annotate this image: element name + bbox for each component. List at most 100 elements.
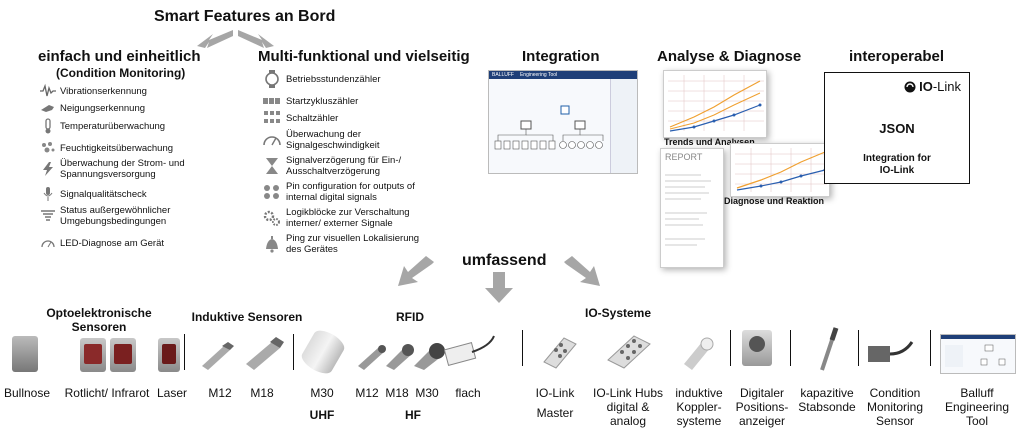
label-m12: M12 xyxy=(208,386,232,400)
page-title: Smart Features an Bord xyxy=(154,8,336,25)
m18-inductive-image xyxy=(246,337,284,370)
positionsanzeiger-image xyxy=(742,330,772,366)
umfassend-label: umfassend xyxy=(462,252,547,269)
hourglass-icon xyxy=(262,156,282,176)
balluff-tool-image xyxy=(940,334,1016,374)
rfid-m18-image xyxy=(386,344,414,370)
label-rfid-m18: M18 xyxy=(385,386,409,400)
condition-monitoring-image xyxy=(868,341,914,362)
feature-signalverzoegerung: Signalverzögerung für Ein-/ Ausschaltver… xyxy=(262,155,422,177)
label-m30: M30 xyxy=(310,386,334,400)
group-opto: Optoelektronische Sensoren xyxy=(46,306,152,334)
speedometer-icon xyxy=(262,130,282,150)
led-icon xyxy=(40,235,56,251)
label-rotlicht: Rotlicht/ Infrarot xyxy=(64,386,150,400)
label-iolink-master: IO-Link Master xyxy=(535,386,575,420)
separator xyxy=(730,330,731,366)
report-card: REPORT xyxy=(660,148,724,268)
arrow-down-icon xyxy=(485,272,513,303)
iolink-logo-icon xyxy=(904,81,916,92)
engineering-tool-screenshot: BALLUFF Engineering Tool xyxy=(488,70,638,174)
separator xyxy=(293,334,294,370)
watch-icon xyxy=(262,69,282,89)
iolink-logo: IO-Link xyxy=(904,79,961,94)
feature-schaltzaehler: Schaltzähler xyxy=(262,108,338,128)
label-hf: HF xyxy=(405,408,421,422)
separator xyxy=(858,330,859,366)
lightning-icon xyxy=(40,161,56,177)
rfid-m30-image xyxy=(414,343,445,370)
feature-neigung: Neigungserkennung xyxy=(40,100,145,116)
feature-pin-config: Pin configuration for outputs of interna… xyxy=(262,181,427,203)
tornado-icon xyxy=(40,208,56,224)
iolink-hubs-image xyxy=(607,335,651,369)
m12-inductive-image xyxy=(202,342,234,370)
feature-logikbloecke: Logikblöcke zur Verschaltung interner/ e… xyxy=(262,207,422,229)
trends-label: Trends und Analysen xyxy=(664,137,755,147)
bullnose-sensor-image xyxy=(12,336,38,372)
trend-chart-card xyxy=(663,70,767,138)
label-positionsanzeiger: Digitaler Positions- anzeiger xyxy=(735,386,789,428)
screenshot-sidepanel xyxy=(610,79,637,173)
label-rfid-m12: M12 xyxy=(355,386,379,400)
label-condition: Condition Monitoring Sensor xyxy=(866,386,924,428)
arrow-down-left-icon xyxy=(398,256,434,286)
arrow-right-icon xyxy=(238,30,274,48)
rotlicht-sensor-image xyxy=(80,338,106,372)
laser-sensor-image xyxy=(158,338,180,372)
stabsonde-image xyxy=(820,327,839,371)
separator xyxy=(522,330,523,366)
diagnose-label: Diagnose und Reaktion xyxy=(724,196,825,206)
humidity-icon xyxy=(40,140,56,156)
koppler-image xyxy=(684,337,714,370)
thermometer-icon xyxy=(40,118,56,134)
label-m18: M18 xyxy=(250,386,274,400)
feature-umgebung: Status außergewöhnlicher Umgebungsbeding… xyxy=(40,205,220,227)
arrow-left-icon xyxy=(197,30,233,48)
infrarot-sensor-image xyxy=(110,338,136,372)
diagnose-chart-card xyxy=(730,143,830,197)
grid-counter-icon xyxy=(262,108,282,128)
diagnose-chart-graphic xyxy=(735,148,827,192)
separator xyxy=(930,330,931,366)
analyse-heading: Analyse & Diagnose xyxy=(657,48,802,65)
iolink-box: IO-Link JSON Integration for IO-Link xyxy=(824,72,970,184)
uhf-m30-image xyxy=(298,326,348,378)
feature-ping: Ping zur visuellen Lokalisierung des Ger… xyxy=(262,233,422,255)
tool-image-titlebar xyxy=(941,335,1015,339)
label-uhf: UHF xyxy=(309,408,335,422)
tool-image-diagram xyxy=(945,344,1006,367)
einfach-subheading: (Condition Monitoring) xyxy=(56,66,186,80)
feature-vibration: Vibrationserkennung xyxy=(40,83,147,99)
integration-heading: Integration xyxy=(522,48,600,65)
einfach-heading: einfach und einheitlich xyxy=(38,48,201,65)
device-tree-diagram xyxy=(494,105,604,150)
integration-iolink-label: Integration for IO-Link xyxy=(863,153,931,176)
gears-icon xyxy=(262,208,282,228)
label-kapazitiv: kapazitive Stabsonde xyxy=(798,386,856,414)
arrow-down-right-icon xyxy=(564,256,600,286)
microphone-icon xyxy=(40,186,56,202)
rfid-flach-image xyxy=(444,335,495,366)
rfid-m12-image xyxy=(358,345,386,370)
iolink-master-image xyxy=(543,337,577,369)
group-rfid: RFID xyxy=(396,310,424,324)
feature-betriebsstunden: Betriebsstundenzähler xyxy=(262,69,381,89)
label-laser: Laser xyxy=(156,386,188,400)
label-iolink-hubs: IO-Link Hubs digital & analog xyxy=(592,386,664,428)
feature-feuchtigkeit: Feuchtigkeitsüberwachung xyxy=(40,140,173,156)
counter-icon xyxy=(262,91,282,111)
screenshot-titlebar: BALLUFF Engineering Tool xyxy=(489,71,637,79)
feature-startzyklus: Startzykluszähler xyxy=(262,91,358,111)
separator xyxy=(184,334,185,370)
label-balluff-tool: Balluff Engineering Tool xyxy=(944,386,1010,428)
group-induktiv: Induktive Sensoren xyxy=(191,310,303,324)
report-label: REPORT xyxy=(665,152,703,162)
tilt-icon xyxy=(40,100,56,116)
trend-chart-graphic xyxy=(668,75,764,132)
bell-icon xyxy=(262,234,282,254)
multi-heading: Multi-funktional und vielseitig xyxy=(258,48,470,65)
label-koppler: induktive Koppler- systeme xyxy=(675,386,723,428)
dots-icon xyxy=(262,182,282,202)
report-lines-graphic xyxy=(665,174,711,246)
